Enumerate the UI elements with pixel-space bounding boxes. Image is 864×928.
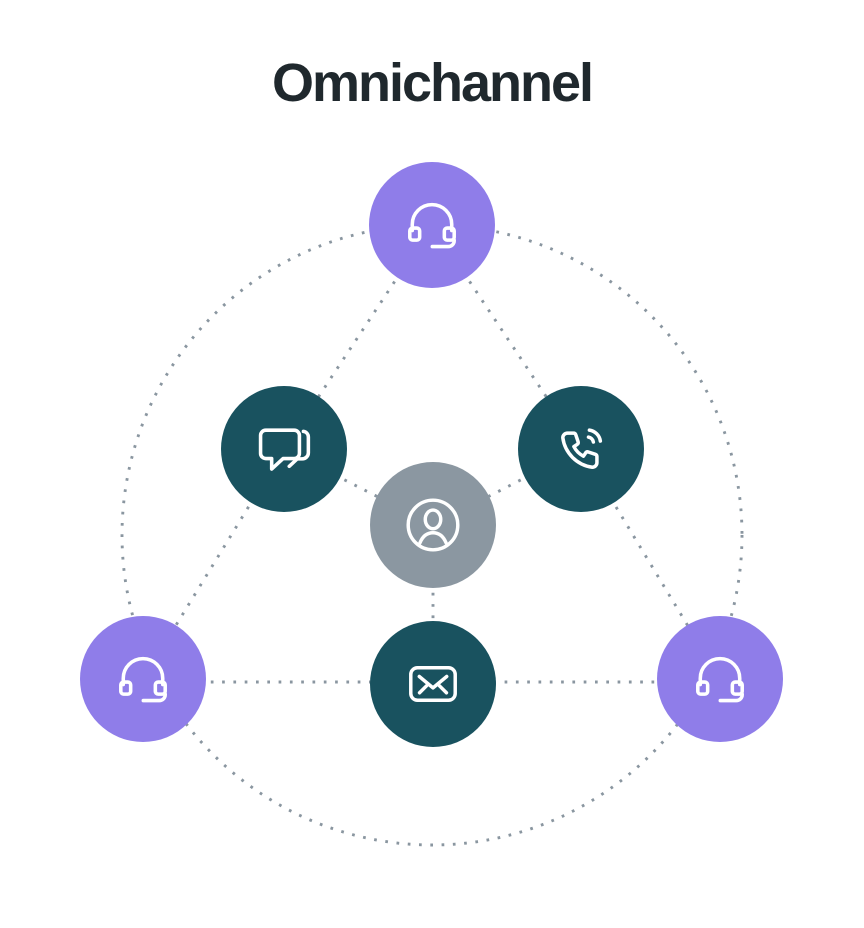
headset-icon [696, 656, 744, 703]
chat-bubbles-icon [258, 428, 311, 471]
node-phone-call [518, 386, 644, 512]
page-title: Omnichannel [271, 53, 594, 113]
node-customer [370, 462, 496, 588]
headset-icon [408, 202, 456, 249]
node-agent-left [80, 616, 206, 742]
phone-ringing-icon [561, 428, 603, 470]
headset-icon [119, 656, 167, 703]
node-live-chat [221, 386, 347, 512]
user-icon [406, 498, 460, 552]
node-agent-right [657, 616, 783, 742]
node-agent-top [369, 162, 495, 288]
node-email [370, 621, 496, 747]
envelope-icon [409, 665, 457, 703]
